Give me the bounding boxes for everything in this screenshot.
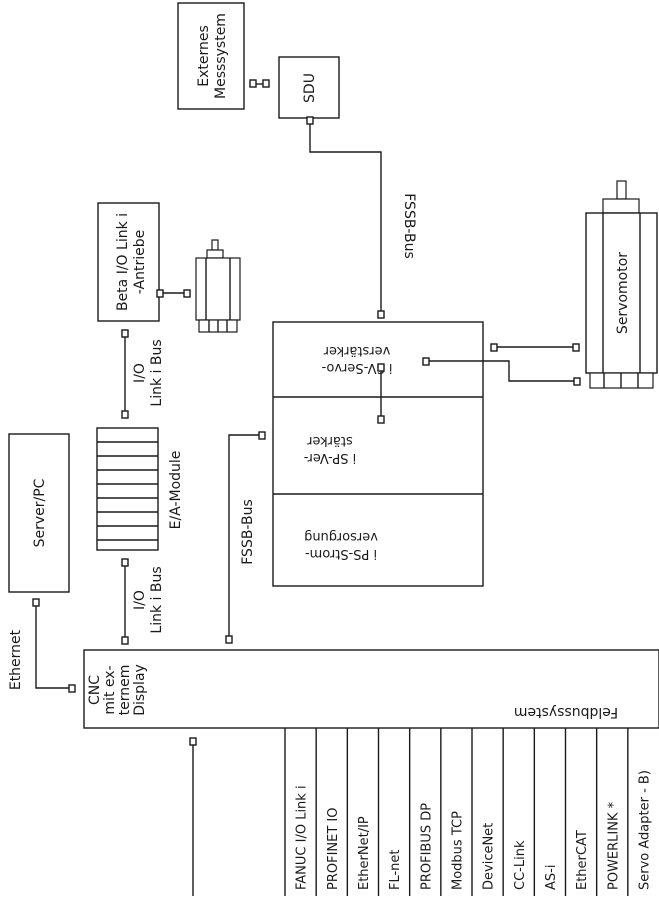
connector-icon [183,289,191,298]
beta-io-drives-box [97,202,160,322]
connector-icon [121,329,129,338]
connector-icon [377,415,385,424]
ps-label-2: versorgung [304,529,378,544]
connector-icon [377,310,385,319]
connector-icon [262,79,270,88]
connector-icon [225,635,233,644]
io-link-upper-label-2: Link i Bus [149,339,165,406]
external-measurement-box [177,2,245,110]
sdu-box [278,56,340,119]
connector-icon [121,636,129,645]
fieldbus-item: Servo Adapter - B) [637,770,652,890]
server-pc-box [8,433,70,593]
connector-icon [306,116,314,125]
connector-icon [189,737,197,746]
beta-io-label-2: -Antriebe [132,230,148,294]
sp-amp-label-1: i SP-Ver- [303,450,356,465]
connector-icon [249,79,257,88]
sv-amp-label-2: verstärker [323,343,390,358]
external-measurement-label-1: Externes [196,25,212,87]
fssb-bus-top-label: FSSB-Bus [401,193,417,259]
connector-icon [377,363,385,372]
fieldbus-item: PROFINET IO [326,808,341,891]
beta-motor-icon [195,239,241,333]
fieldbus-item: EtherCAT [575,830,590,890]
fieldbus-item: CC-Link [513,840,528,890]
fieldbus-item: FANUC I/O Link i [295,785,310,890]
io-modules-label: E/A-Module [168,451,184,530]
fieldbus-item: DeviceNet [482,823,497,890]
cnc-label-3: ternem [117,665,133,716]
io-link-upper-label-1: I/O [132,363,148,383]
fieldbus-list: FANUC I/O Link i PROFINET IO EtherNet/IP FL… [284,728,652,896]
connector-icon [32,598,40,607]
server-pc-label: Server/PC [32,478,48,547]
io-link-lower-label-2: Link i Bus [149,566,165,633]
cnc-box [83,649,659,729]
beta-io-label-1: Beta I/O Link i [115,213,131,311]
ps-label-1: i PS-Strom- [305,546,378,561]
servomotor-label: Servomotor [615,252,631,334]
servomotor-icon [585,180,658,389]
connector-icon [68,684,76,693]
fieldbus-item: PROFIBUS DP [419,803,434,890]
fieldbus-item: EtherNet/IP [357,816,372,890]
io-modules-box [96,427,159,551]
sp-amp-label-2: stärker [307,433,353,448]
connector-icon [258,431,266,440]
fieldbus-item: Modbus TCP [450,811,465,890]
fieldbus-item: FL-net [388,849,403,890]
external-measurement-label-2: Messsystem [213,13,229,99]
ethernet-label: Ethernet [8,629,24,690]
connector-icon [573,377,581,386]
connector-icon [490,343,498,352]
io-link-lower-label-1: I/O [132,590,148,610]
connector-icon [121,558,129,567]
fieldbus-item: AS-i [544,865,559,890]
connector-icon [572,343,580,352]
connector-icon [422,357,430,366]
feldbussystem-label: Feldbussystem [514,704,618,720]
connector-icon [156,289,164,298]
fieldbus-item: POWERLINK * [606,801,621,890]
cnc-label-1: CNC [87,675,103,705]
fssb-bus-left-label: FSSB-Bus [240,499,256,565]
connector-icon [121,410,129,419]
sdu-label: SDU [302,73,318,103]
sv-amp-label-1: i SV-Servo- [321,360,392,375]
cnc-label-2: mit ex- [102,665,118,714]
cnc-label-4: Display [132,664,148,716]
